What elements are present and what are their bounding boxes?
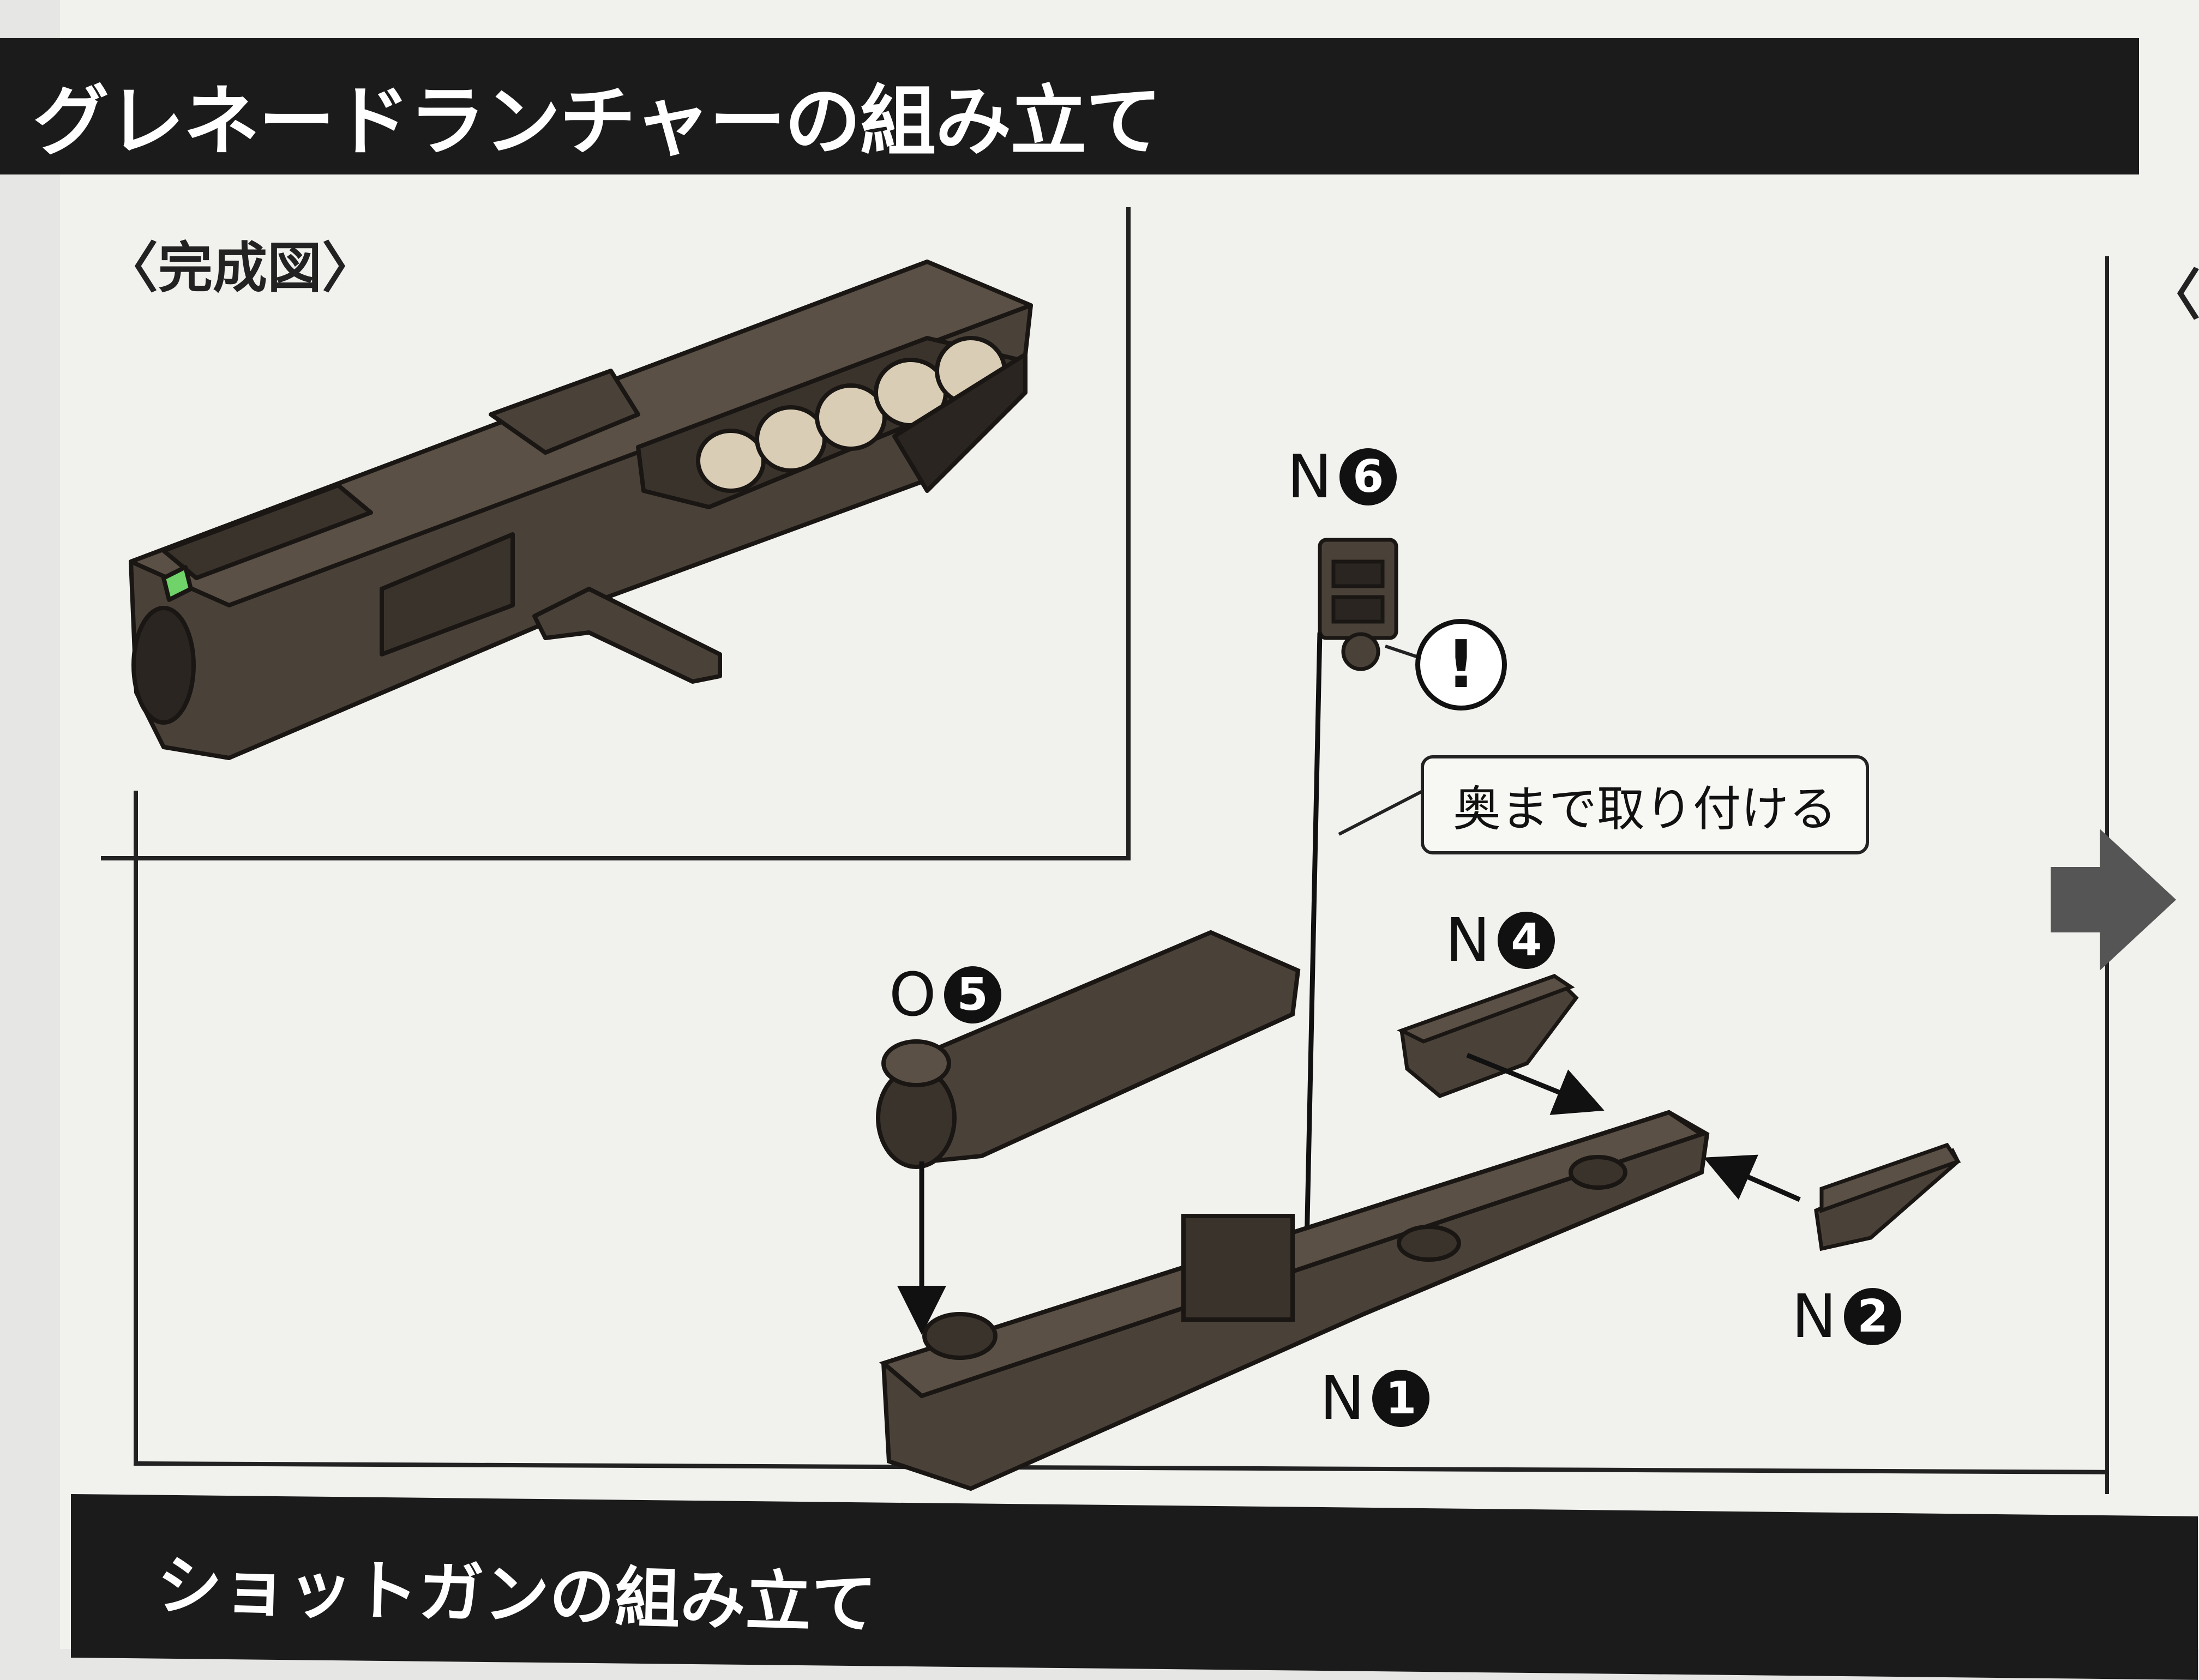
- arrow-n2-to-n1: [1703, 1154, 1801, 1202]
- part-label-n2: N 2: [1792, 1281, 1902, 1351]
- assembly-frame-left: [134, 791, 138, 1461]
- part-number-badge: 4: [1498, 911, 1555, 969]
- insert-fully-callout: 奥まで取り付ける: [1421, 755, 1869, 854]
- section-header-bar: [0, 38, 2139, 174]
- part-n1-base: [879, 1110, 1710, 1491]
- arrow-n6-to-n1: [1282, 632, 1332, 1280]
- part-n6: [1318, 538, 1398, 671]
- arrow-n4-to-n1: [1466, 1052, 1605, 1115]
- part-o5-barrel: [876, 930, 1301, 1169]
- part-label-n4: N 4: [1445, 905, 1555, 975]
- part-n4: [1397, 973, 1579, 1098]
- part-number-badge: 2: [1844, 1287, 1902, 1345]
- next-step-label-partial: 〈ク: [2146, 263, 2199, 327]
- part-number-badge: 5: [944, 966, 1001, 1023]
- warning-pointer: [1385, 645, 1419, 659]
- completed-grenade-launcher: [129, 260, 1033, 760]
- next-section-title: ショットガンの組み立て: [155, 1547, 878, 1643]
- completed-view-label: 〈完成図〉: [104, 236, 376, 300]
- part-label-n6: N 6: [1287, 442, 1397, 511]
- part-n2: [1814, 1142, 1961, 1251]
- part-number-badge: 6: [1339, 448, 1397, 505]
- warning-icon: !: [1415, 619, 1507, 710]
- callout-pointer: [1338, 789, 1425, 836]
- part-label-o5: O 5: [889, 960, 1001, 1029]
- section-title: グレネードランチャーの組み立て: [33, 77, 1162, 166]
- next-step-arrow: [2051, 829, 2176, 971]
- part-label-n1: N 1: [1320, 1363, 1430, 1433]
- part-number-badge: 1: [1372, 1369, 1430, 1427]
- completed-view-frame: [101, 207, 1131, 860]
